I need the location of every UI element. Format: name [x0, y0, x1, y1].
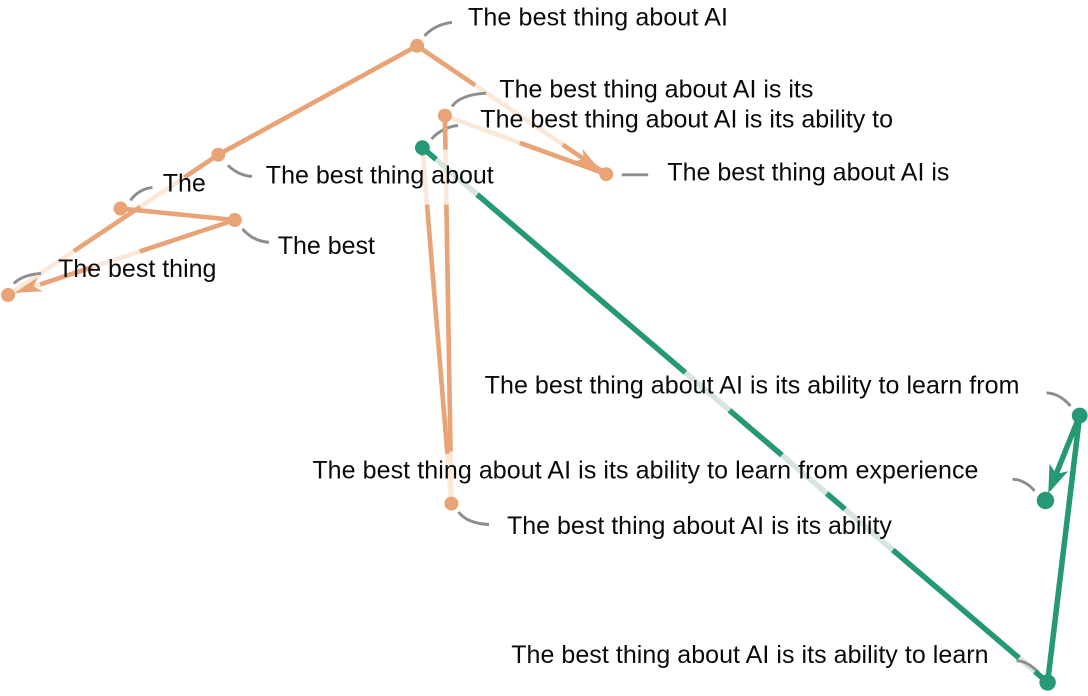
svg-text:The best thing about AI is: The best thing about AI is	[667, 158, 949, 186]
svg-text:The best thing about AI is its: The best thing about AI is its ability t…	[485, 372, 1020, 400]
svg-text:The best thing about AI is its: The best thing about AI is its ability t…	[312, 457, 978, 485]
svg-text:The best thing about: The best thing about	[266, 161, 494, 189]
svg-text:The best thing about AI is its: The best thing about AI is its ability t…	[480, 106, 893, 134]
svg-text:The best thing: The best thing	[58, 255, 216, 283]
svg-text:The best thing about AI is its: The best thing about AI is its ability	[507, 512, 892, 540]
svg-text:The: The	[163, 169, 206, 197]
svg-text:The best thing about AI is its: The best thing about AI is its	[499, 75, 813, 103]
svg-text:The best thing about AI: The best thing about AI	[468, 4, 728, 32]
svg-text:The best: The best	[278, 232, 375, 260]
svg-text:The best thing about AI is its: The best thing about AI is its ability t…	[511, 641, 988, 669]
